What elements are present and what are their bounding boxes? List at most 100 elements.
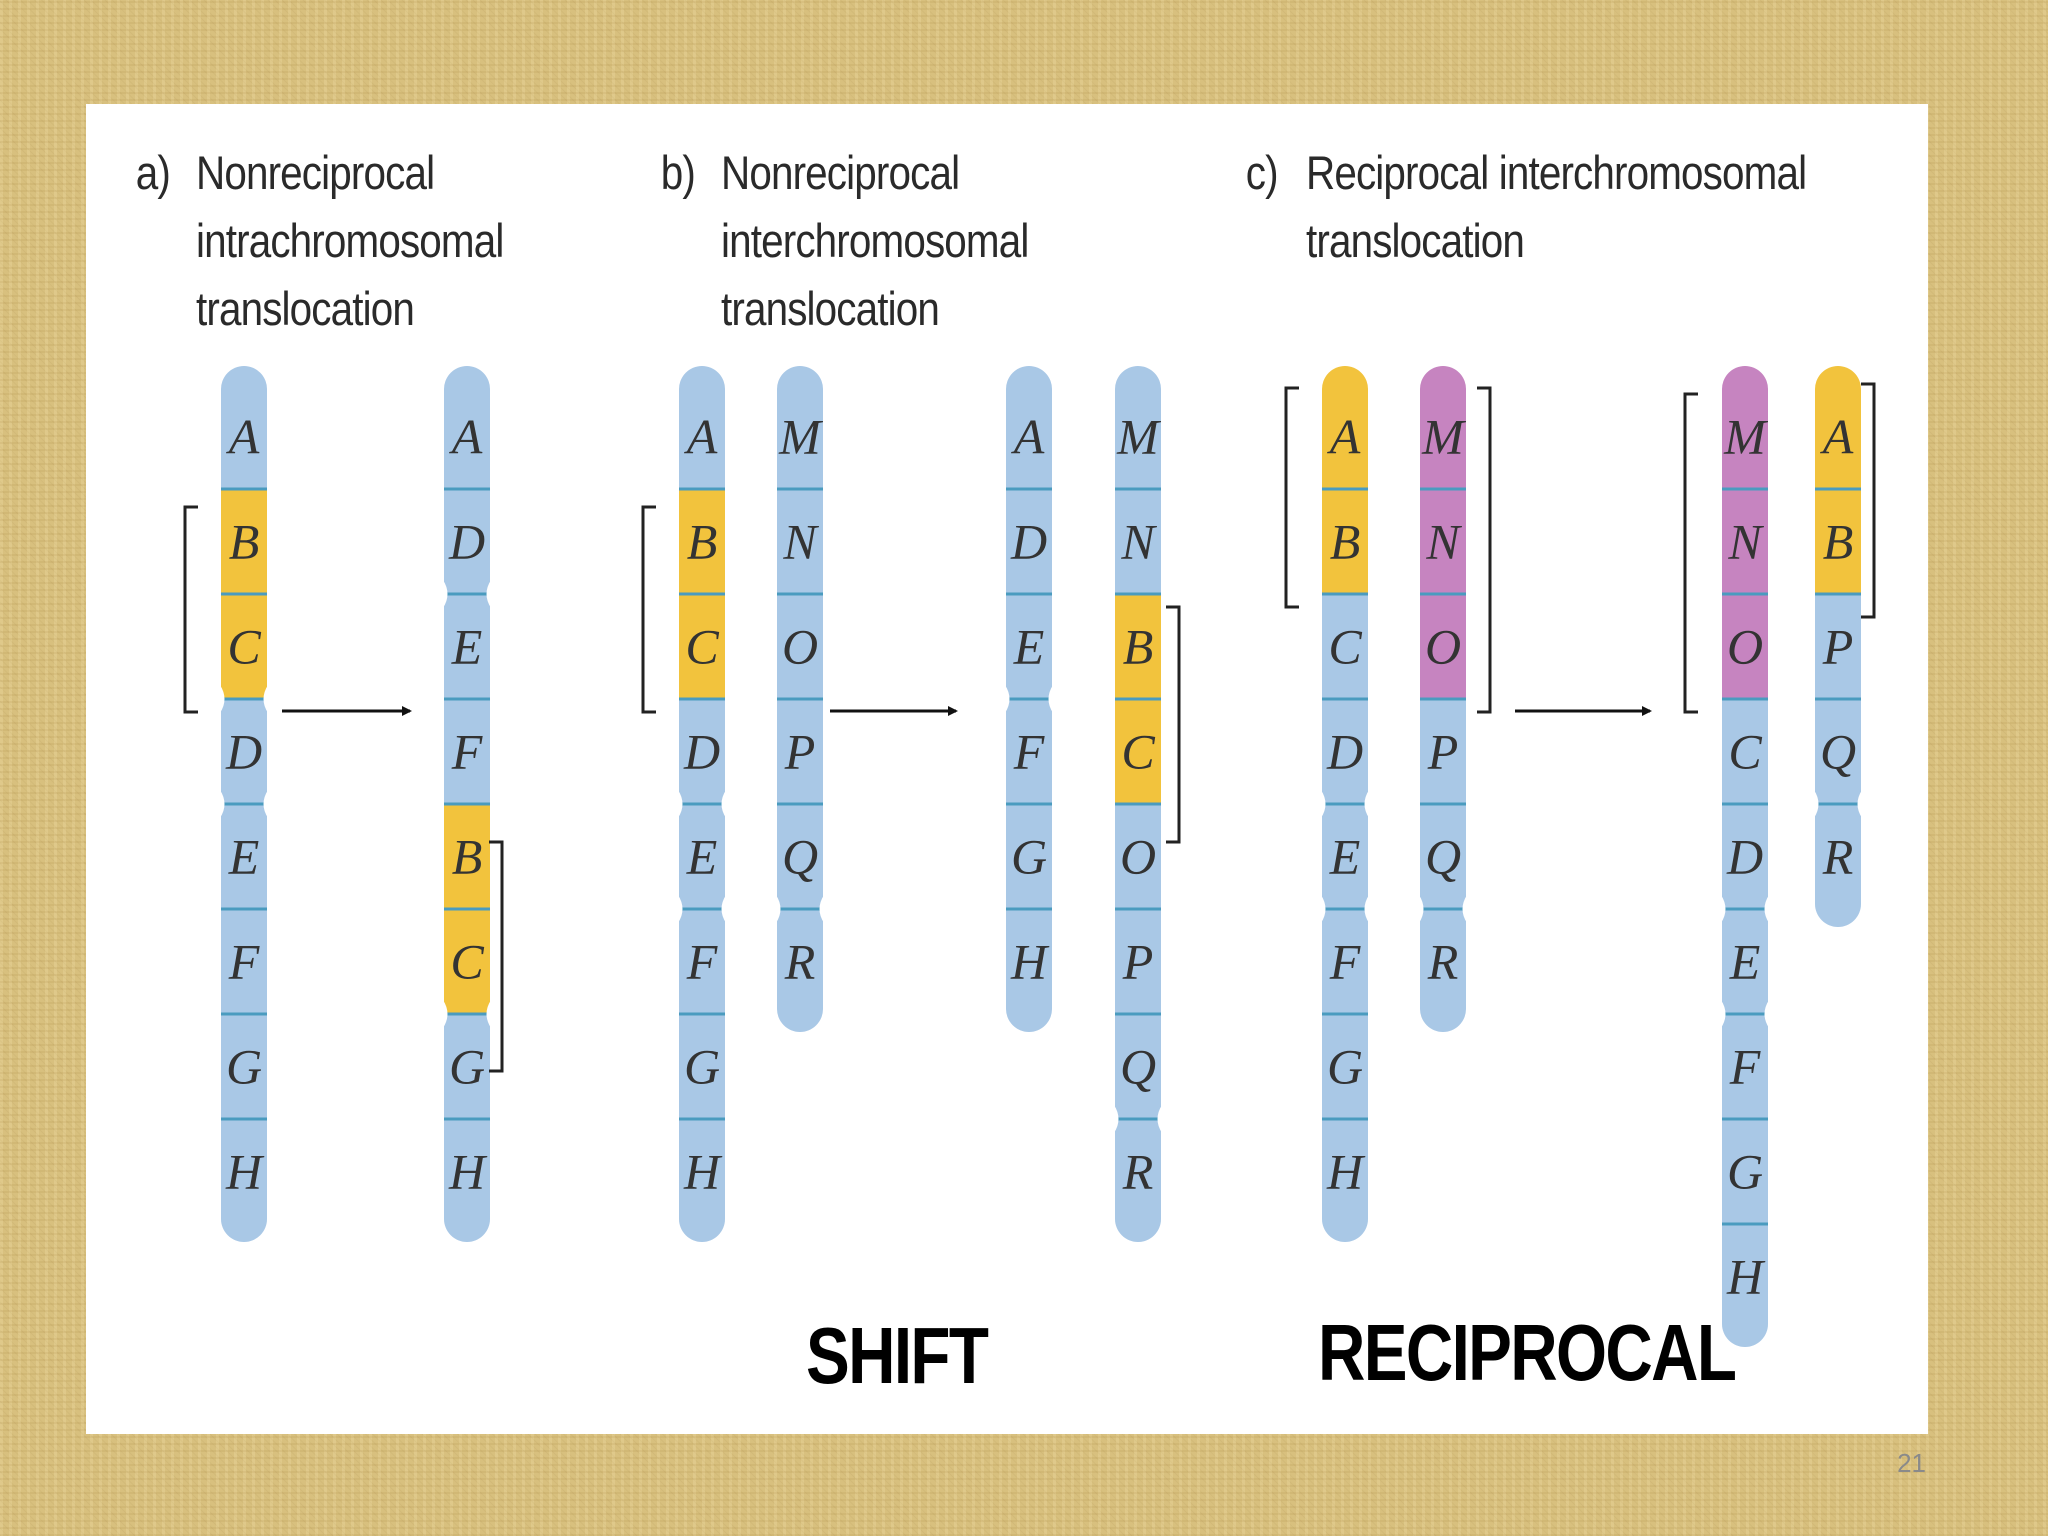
segment-label: E [686,829,718,885]
segment-F [1006,699,1052,804]
segment-Q [777,804,823,909]
segment-P [1420,699,1466,804]
segment-G [444,1014,490,1119]
segment-label: H [1726,1249,1766,1305]
heading-b: b) Nonreciprocal interchromosomal transl… [661,139,1030,343]
segment-label: Q [1120,1039,1156,1095]
segment-M [777,366,823,489]
segment-F [444,699,490,804]
constriction [1157,1105,1162,1133]
segment-O [1722,594,1768,699]
segment-E [1322,804,1368,909]
bracket-b-before [641,505,656,714]
segment-O [777,594,823,699]
segment-label: B [687,514,718,570]
segment-label: R [784,934,816,990]
segment-E [679,804,725,909]
translocation-diagram: ABCDEFGHADEFBCGHABCDEFGHMNOPQRADEFGHMNBC… [183,366,1876,1347]
constriction [1857,790,1862,818]
segment-A [679,366,725,489]
segment-B [679,489,725,594]
segment-label: H [1326,1144,1366,1200]
segment-G [1322,1014,1368,1119]
constriction [678,895,683,923]
constriction [1721,895,1726,923]
segment-C [1115,699,1161,804]
segment-B [444,804,490,909]
segment-label: D [1326,724,1363,780]
segment-label: B [229,514,260,570]
segment-E [1722,909,1768,1014]
segment-M [1115,366,1161,489]
segment-label: G [449,1039,485,1095]
segment-label: E [1013,619,1045,675]
segment-label: E [1729,934,1761,990]
segment-Q [1420,804,1466,909]
segment-label: P [1427,724,1459,780]
segment-label: C [227,619,261,675]
segment-label: H [448,1144,488,1200]
constriction [1005,685,1010,713]
segment-label: E [451,619,483,675]
segment-A [1815,366,1861,489]
heading-c-line-2: translocation [1306,214,1525,267]
constriction [1764,1000,1769,1028]
constriction [1321,790,1326,818]
segment-D [1722,804,1768,909]
segment-label: P [784,724,816,780]
segment-E [221,804,267,909]
segment-label: O [1120,829,1156,885]
constriction [678,790,683,818]
slide-number: 21 [1897,1448,1926,1478]
segment-D [679,699,725,804]
heading-b-line-3: translocation [721,282,940,335]
segment-label: A [226,409,260,465]
bracket-b-after [1166,605,1181,844]
segment-label: M [778,409,823,465]
segment-R [1420,909,1466,1032]
segment-P [1815,594,1861,699]
bracket-a-after [489,840,504,1073]
segment-E [444,594,490,699]
bracket-c-before-2 [1477,386,1492,714]
segment-label: D [1010,514,1047,570]
constriction [220,685,225,713]
constriction [1364,895,1369,923]
segment-label: A [684,409,718,465]
segment-label: C [450,934,484,990]
segment-O [1115,804,1161,909]
segment-label: F [1013,724,1045,780]
constriction [220,790,225,818]
segment-label: H [683,1144,723,1200]
segment-H [1722,1224,1768,1347]
segment-N [1420,489,1466,594]
segment-C [679,594,725,699]
constriction [819,895,824,923]
segment-D [1322,699,1368,804]
segment-label: M [1723,409,1768,465]
segment-G [1722,1119,1768,1224]
segment-label: G [1327,1039,1363,1095]
constriction [443,1000,448,1028]
constriction [1364,790,1369,818]
segment-label: F [1329,934,1361,990]
constriction [486,580,491,608]
segment-D [221,699,267,804]
segment-A [1006,366,1052,489]
constriction [721,790,726,818]
segment-label: D [448,514,485,570]
segment-label: N [782,514,819,570]
segment-label: G [1727,1144,1763,1200]
segment-label: R [1122,1144,1154,1200]
heading-c: c) Reciprocal interchromosomal transloca… [1246,139,1807,275]
segment-P [777,699,823,804]
